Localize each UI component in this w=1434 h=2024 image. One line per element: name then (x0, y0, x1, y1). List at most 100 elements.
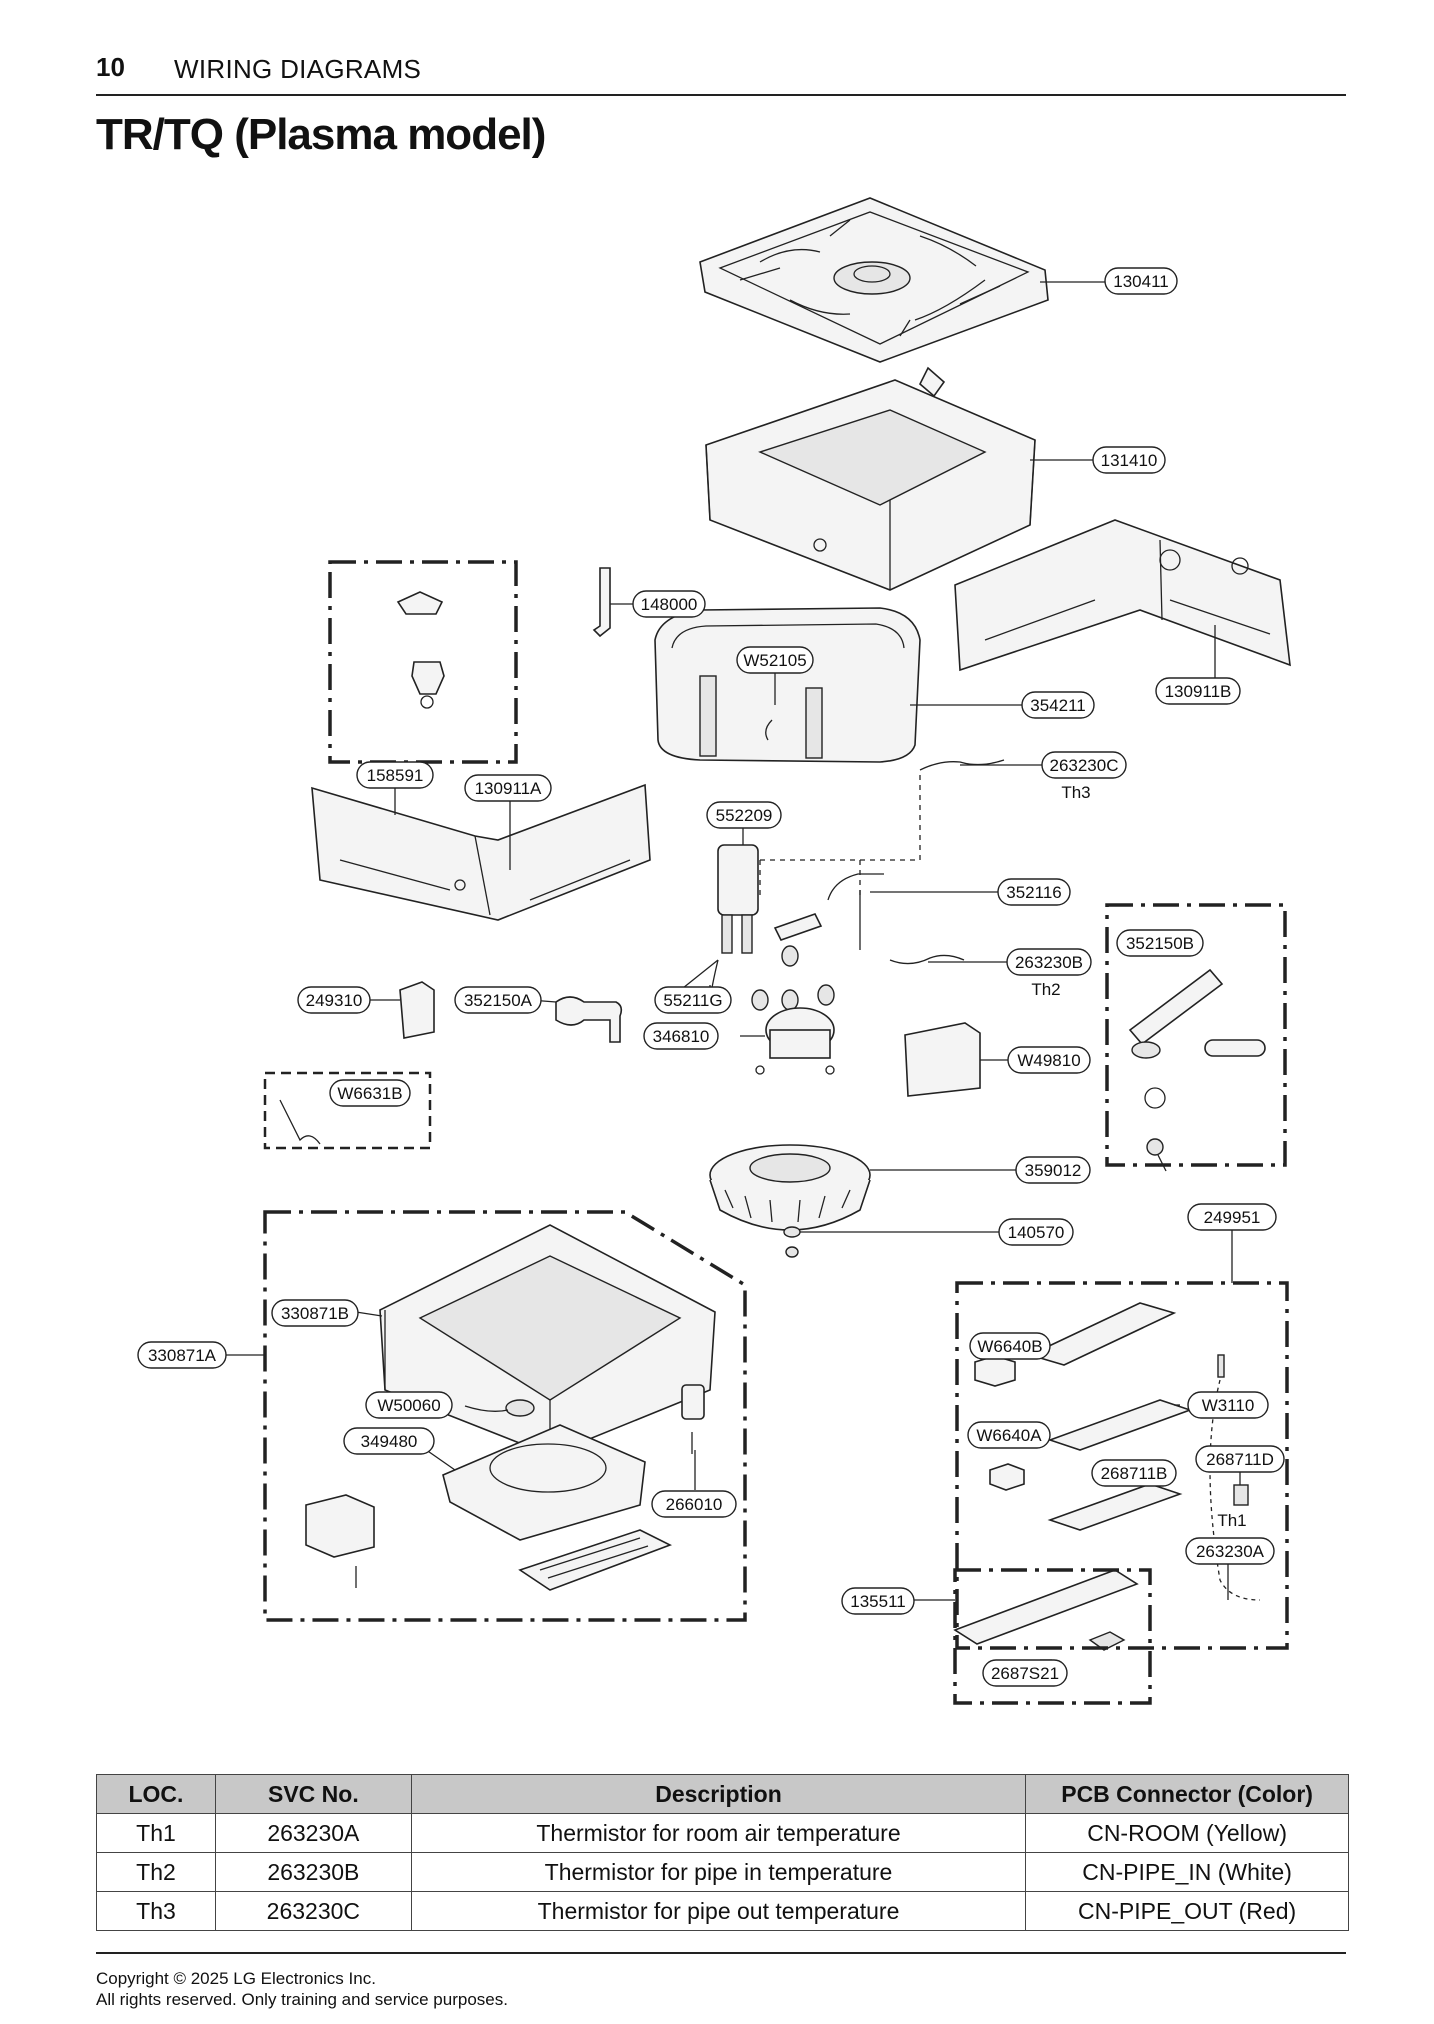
exploded-view-diagram: 130411 131410 148000 W52105 354211 13091… (137, 197, 1291, 1705)
pcb-box-parts (974, 1302, 1261, 1601)
svg-text:354211: 354211 (1030, 696, 1085, 715)
svg-text:W6640B: W6640B (977, 1337, 1042, 1356)
group-box-249951 (955, 1281, 1289, 1650)
sensor-266010-part (681, 1384, 705, 1454)
table-cell: Thermistor for pipe in temperature (410, 1852, 1027, 1892)
svg-text:W50060: W50060 (377, 1396, 440, 1415)
washer-icon (783, 1226, 801, 1238)
svg-text:349480: 349480 (361, 1432, 418, 1451)
group-box-352150B (1105, 903, 1287, 1167)
nut-icon (817, 984, 835, 1006)
nut-icon (751, 989, 769, 1011)
table-row: Th1 263230A Thermistor for room air temp… (96, 1813, 1349, 1853)
svg-text:268711D: 268711D (1206, 1450, 1274, 1469)
svg-text:140570: 140570 (1008, 1223, 1065, 1242)
svg-text:W49810: W49810 (1017, 1051, 1080, 1070)
group-box-330871A (263, 1210, 747, 1622)
label-130411: 130411 (1104, 267, 1178, 295)
svg-text:148000: 148000 (641, 595, 698, 614)
section-title: WIRING DIAGRAMS (174, 54, 422, 84)
side-panel-b-part (954, 519, 1291, 672)
svg-text:W3110: W3110 (1202, 1396, 1255, 1415)
box-249310-part (399, 981, 435, 1039)
svg-text:268711B: 268711B (1101, 1464, 1168, 1483)
table-cell: 263230C (214, 1891, 412, 1931)
table-cell: 263230B (214, 1852, 412, 1892)
svg-text:249951: 249951 (1204, 1208, 1261, 1227)
bracket-135511-part (953, 1569, 1139, 1651)
label-249310: 249310 (297, 986, 371, 1014)
label-w52105: W52105 (736, 646, 814, 674)
thermistor-wire-th3 (919, 759, 1005, 771)
svg-text:131410: 131410 (1101, 451, 1158, 470)
label-w49810: W49810 (1007, 1046, 1091, 1074)
copyright-text: Copyright © 2025 LG Electronics Inc. (96, 1969, 376, 1988)
table-cell: 263230A (214, 1813, 412, 1853)
table-header-row: LOC. SVC No. Description PCB Connector (… (96, 1774, 1349, 1814)
svg-text:263230C: 263230C (1049, 756, 1118, 775)
label-130911b: 130911B (1155, 677, 1241, 705)
nut-icon (781, 945, 799, 967)
label-w3110: W3110 (1187, 1391, 1269, 1419)
page-footer: Copyright © 2025 LG Electronics Inc. All… (96, 1952, 1346, 2010)
label-131410: 131410 (1092, 446, 1166, 474)
column-header: Description (410, 1774, 1027, 1814)
label-2687s21: 2687S21 (982, 1659, 1068, 1687)
svg-text:263230A: 263230A (1196, 1542, 1265, 1561)
svg-text:352150A: 352150A (464, 991, 533, 1010)
fan-motor-part (755, 1007, 835, 1075)
column-header: LOC. (96, 1774, 216, 1814)
table-cell: Thermistor for room air temperature (410, 1813, 1027, 1853)
label-w6640b: W6640B (969, 1332, 1051, 1360)
label-w50060: W50060 (365, 1391, 453, 1419)
thermistor-table: LOC. SVC No. Description PCB Connector (… (96, 1774, 1349, 1931)
group-box-w6631b (263, 1071, 432, 1150)
page-header: 10 WIRING DIAGRAMS (96, 50, 1346, 96)
column-header: PCB Connector (Color) (1025, 1774, 1349, 1814)
table-cell: Th2 (96, 1852, 216, 1892)
svg-text:249310: 249310 (306, 991, 363, 1010)
label-249951: 249951 (1187, 1203, 1277, 1231)
control-box-items-part (396, 591, 445, 709)
svg-text:W52105: W52105 (743, 651, 806, 670)
label-135511: 135511 (841, 1587, 915, 1615)
thermistor-loc-th1: Th1 (1217, 1511, 1246, 1530)
label-263230a: 263230A (1185, 1537, 1275, 1565)
suction-grille-part (442, 1424, 646, 1541)
bracket-148000-part (592, 567, 611, 638)
label-140570: 140570 (998, 1218, 1074, 1246)
nut-icon (785, 1246, 799, 1258)
heat-exchanger-part (654, 607, 921, 763)
page-number: 10 (96, 52, 125, 82)
filter-part (518, 1529, 672, 1591)
page-title: TR/TQ (Plasma model) (96, 110, 546, 159)
label-552209: 552209 (706, 801, 782, 829)
svg-text:352150B: 352150B (1126, 934, 1194, 953)
front-grille-part (699, 197, 1049, 363)
label-349480: 349480 (343, 1427, 435, 1455)
svg-text:130411: 130411 (1113, 272, 1168, 291)
thermistor-loc-th2: Th2 (1031, 980, 1060, 999)
table-cell: Th1 (96, 1813, 216, 1853)
table-cell: CN-PIPE_IN (White) (1025, 1852, 1349, 1892)
display-box-part (305, 1494, 375, 1588)
drain-hose-a-part (555, 996, 623, 1043)
drain-pan-part (705, 366, 1036, 591)
svg-text:130911B: 130911B (1165, 682, 1232, 701)
front-panel-assembly-part (379, 1224, 716, 1456)
svg-text:266010: 266010 (666, 1495, 723, 1514)
label-354211: 354211 (1021, 691, 1095, 719)
label-352116: 352116 (997, 878, 1071, 906)
svg-text:330871B: 330871B (281, 1304, 349, 1323)
table-cell: CN-PIPE_OUT (Red) (1025, 1891, 1349, 1931)
svg-text:W6631B: W6631B (337, 1084, 402, 1103)
svg-text:352116: 352116 (1006, 883, 1061, 902)
column-header: SVC No. (214, 1774, 412, 1814)
table-row: Th3 263230C Thermistor for pipe out temp… (96, 1891, 1349, 1931)
label-158591: 158591 (356, 761, 434, 789)
drain-kit-parts (1128, 968, 1266, 1172)
label-w6640a: W6640A (967, 1421, 1051, 1449)
label-359012: 359012 (1015, 1156, 1091, 1184)
valve-assembly-part (667, 844, 759, 1001)
svg-text:2687S21: 2687S21 (991, 1664, 1059, 1683)
